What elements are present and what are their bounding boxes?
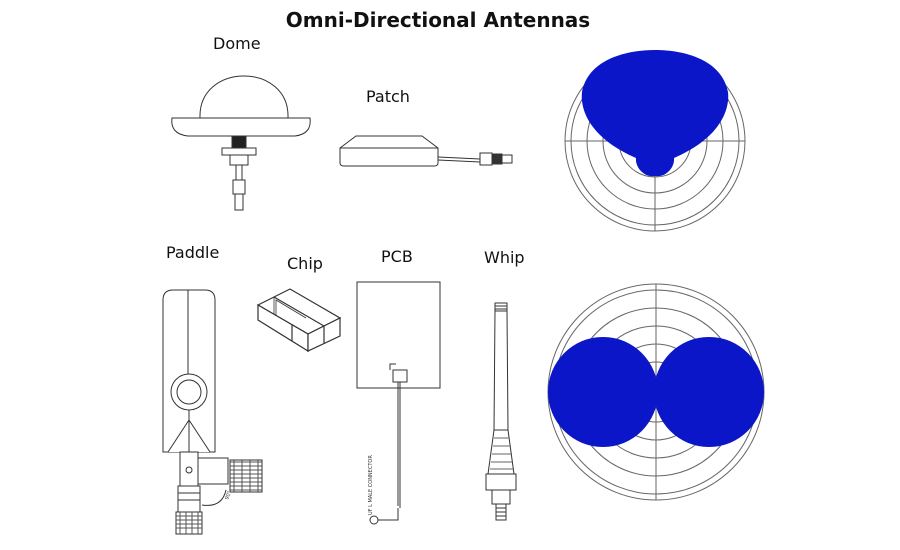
label-pcb: PCB — [381, 247, 413, 266]
page-title: Omni-Directional Antennas — [285, 8, 591, 32]
pcb-connector-note: UF L MALE CONNECTOR — [368, 455, 374, 515]
whip-antenna — [485, 302, 517, 521]
paddle-antenna — [162, 289, 263, 535]
pcb-antenna — [356, 281, 441, 525]
pattern-lobe-top — [581, 50, 729, 177]
patch-antenna — [339, 135, 513, 167]
radiation-pattern-top — [564, 50, 746, 232]
label-whip: Whip — [484, 248, 525, 267]
label-patch: Patch — [366, 87, 410, 106]
label-paddle: Paddle — [166, 243, 220, 262]
label-chip: Chip — [287, 254, 323, 273]
chip-antenna — [256, 288, 342, 353]
label-dome: Dome — [213, 34, 261, 53]
dome-antenna — [171, 75, 311, 211]
radiation-pattern-bottom — [547, 283, 765, 501]
pattern-lobe-left — [548, 337, 658, 447]
pattern-lobe-right — [654, 337, 764, 447]
paddle-angle-note: 90° — [224, 490, 233, 501]
